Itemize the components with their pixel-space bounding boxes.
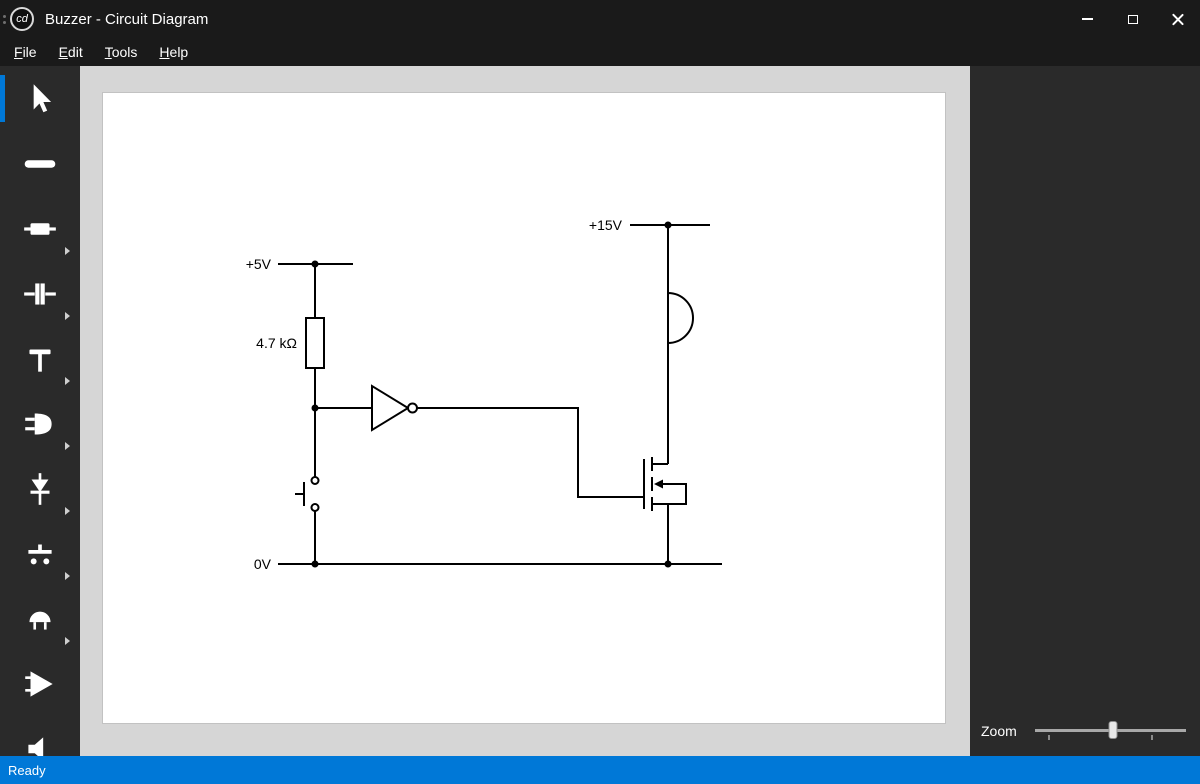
tool-palette: [0, 66, 80, 756]
capacitor-tool[interactable]: [0, 261, 80, 326]
zoom-slider-tick: [1048, 735, 1051, 740]
zoom-control: Zoom: [981, 718, 1186, 744]
resistor-symbol[interactable]: 4.7 kΩ: [256, 264, 325, 412]
zener-diode-icon: [30, 472, 50, 505]
menu-help[interactable]: Help: [159, 44, 189, 60]
transistor-tool[interactable]: [0, 326, 80, 391]
resistor-tool[interactable]: [0, 196, 80, 261]
junction-dot: [311, 560, 319, 568]
switch-tool[interactable]: [0, 521, 80, 586]
rail-plus15v[interactable]: +15V: [589, 217, 710, 233]
zoom-slider-handle[interactable]: [1108, 721, 1118, 739]
mosfet-symbol[interactable]: [643, 343, 687, 564]
maximize-icon: [1127, 14, 1138, 24]
close-button[interactable]: [1155, 0, 1200, 38]
menu-tools[interactable]: Tools: [104, 44, 138, 60]
flyout-arrow-icon: [65, 637, 70, 645]
junction-dot: [664, 221, 672, 229]
circuit-svg: +5V 4.7 kΩ: [246, 217, 722, 572]
cursor-icon: [33, 83, 52, 112]
main-content: +5V 4.7 kΩ: [0, 66, 1200, 756]
buzzer-tool[interactable]: [0, 586, 80, 651]
speaker-icon: [28, 736, 44, 756]
titlebar: cd Buzzer - Circuit Diagram: [0, 0, 1200, 38]
wire-icon: [24, 159, 56, 168]
drawing-canvas[interactable]: +5V 4.7 kΩ: [103, 93, 945, 723]
label-plus5v[interactable]: +5V: [246, 256, 272, 272]
buzzer-icon: [29, 611, 51, 630]
transistor-icon: [29, 349, 51, 372]
menu-edit[interactable]: Edit: [58, 44, 83, 60]
menubar: File Edit Tools Help: [0, 38, 1200, 66]
minimize-button[interactable]: [1065, 0, 1110, 38]
logo-pins: [3, 14, 6, 24]
label-0v[interactable]: 0V: [254, 556, 272, 572]
zoom-label: Zoom: [981, 723, 1017, 739]
menu-file[interactable]: File: [14, 44, 37, 60]
wire-tool[interactable]: [0, 131, 80, 196]
app-logo-icon: cd: [10, 7, 34, 31]
logic-gate-tool[interactable]: [0, 651, 80, 716]
flyout-arrow-icon: [65, 312, 70, 320]
statusbar: Ready: [0, 756, 1200, 784]
canvas-area: +5V 4.7 kΩ: [80, 66, 970, 756]
flyout-arrow-icon: [65, 377, 70, 385]
flyout-arrow-icon: [65, 507, 70, 515]
close-icon: [1171, 13, 1184, 26]
window-title: Buzzer - Circuit Diagram: [45, 10, 209, 28]
flyout-arrow-icon: [65, 572, 70, 580]
resistor-icon: [24, 222, 56, 235]
diode-tool[interactable]: [0, 456, 80, 521]
amplifier-icon: [25, 670, 53, 697]
maximize-button[interactable]: [1110, 0, 1155, 38]
flyout-arrow-icon: [65, 442, 70, 450]
flyout-arrow-icon: [65, 247, 70, 255]
capacitor-icon: [24, 282, 56, 305]
wire[interactable]: [417, 407, 644, 498]
label-resistor-value[interactable]: 4.7 kΩ: [256, 335, 297, 351]
right-panel: Zoom: [970, 66, 1200, 756]
speaker-tool[interactable]: [0, 716, 80, 756]
inverter-symbol[interactable]: [318, 384, 418, 432]
minimize-icon: [1082, 18, 1093, 20]
zoom-slider-tick: [1151, 735, 1154, 740]
push-switch-icon: [28, 544, 52, 564]
push-button-symbol[interactable]: [295, 408, 320, 564]
rail-plus5v[interactable]: +5V: [246, 256, 353, 272]
zoom-slider[interactable]: [1034, 720, 1186, 742]
connector-tool[interactable]: [0, 391, 80, 456]
cursor-tool[interactable]: [0, 66, 80, 131]
rail-0v[interactable]: 0V: [254, 556, 722, 572]
window-controls: [1065, 0, 1200, 38]
plug-icon: [25, 412, 52, 435]
buzzer-symbol[interactable]: [667, 225, 694, 345]
label-plus15v[interactable]: +15V: [589, 217, 623, 233]
status-text: Ready: [8, 762, 46, 778]
